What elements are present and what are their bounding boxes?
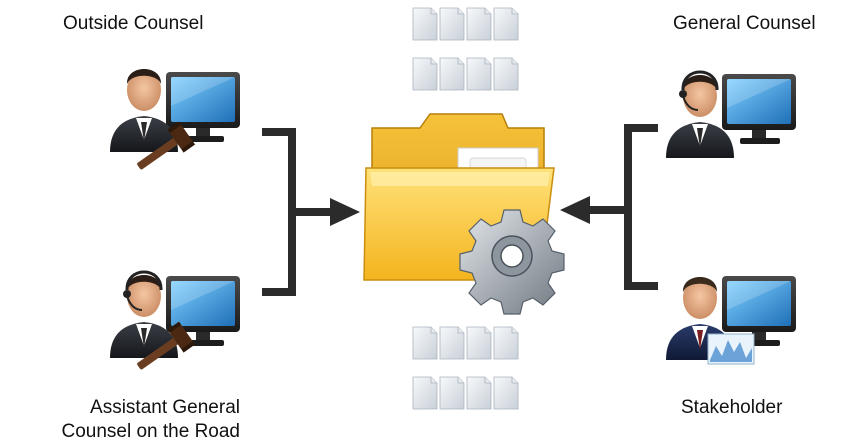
line-chart-icon: [707, 333, 755, 365]
general-counsel-label: General Counsel: [673, 13, 816, 34]
left-arrowhead: [330, 198, 360, 226]
left-bracket-connector: [262, 128, 332, 296]
document-stack-bottom: [412, 326, 519, 410]
stakeholder-label: Stakeholder: [681, 397, 783, 418]
assistant-general-counsel-icon: [110, 270, 240, 371]
stakeholder-icon: [666, 276, 796, 365]
folder-gear-icon: [363, 113, 565, 315]
outside-counsel-icon: [110, 69, 240, 171]
general-counsel-icon: [666, 70, 796, 158]
outside-counsel-label: Outside Counsel: [63, 13, 204, 34]
right-arrowhead: [560, 196, 590, 224]
document-stack-top: [412, 7, 519, 91]
assistant-general-counsel-label: Assistant General Counsel on the Road: [61, 397, 240, 442]
right-bracket-connector: [588, 124, 658, 290]
